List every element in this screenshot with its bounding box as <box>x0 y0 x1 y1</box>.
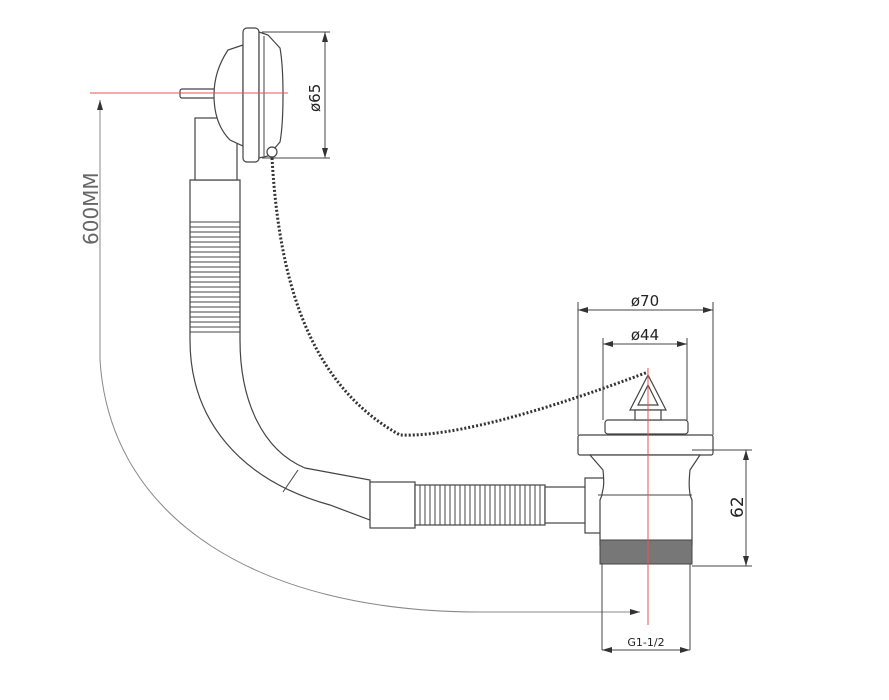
length-label: 600MM <box>79 172 103 245</box>
length-dimension: 600MM <box>79 100 640 615</box>
height-dimension: 62 <box>692 449 752 567</box>
thread-size-label: G1-1/2 <box>627 636 664 649</box>
overflow-diameter-label: ø65 <box>306 84 324 112</box>
overflow-diameter-dimension: ø65 <box>262 31 330 159</box>
thread-dimension: G1-1/2 <box>602 636 690 653</box>
flange-diameter-label: ø70 <box>631 292 659 310</box>
chain-ring <box>266 146 278 158</box>
plug-chain <box>270 157 649 437</box>
overflow-head <box>179 27 284 181</box>
plug-diameter-label: ø44 <box>631 326 659 344</box>
height-label: 62 <box>728 496 748 518</box>
flange-diameter-dimension: ø70 <box>577 292 714 435</box>
flexible-pipe <box>189 179 608 534</box>
plug-diameter-dimension: ø44 <box>602 326 688 420</box>
thread <box>599 539 693 565</box>
